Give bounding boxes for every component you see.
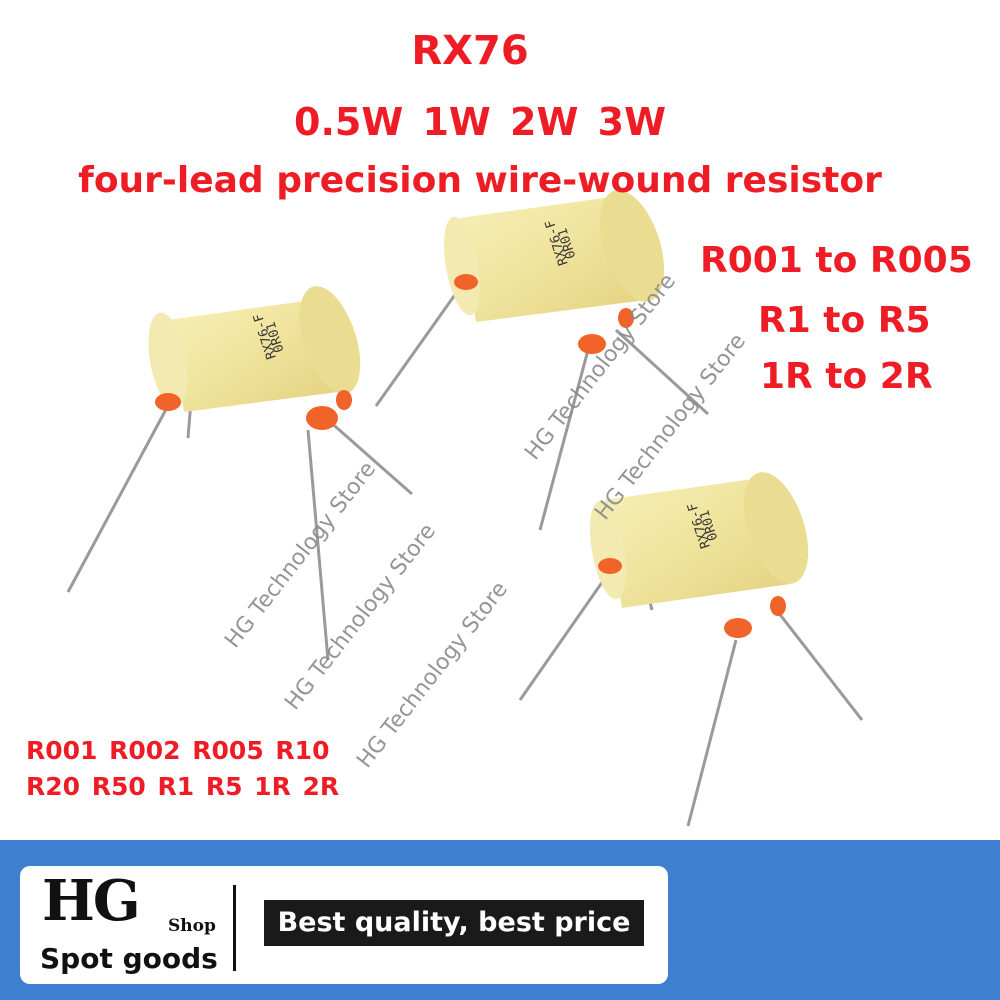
values-line-2: R20 R50 R1 R5 1R 2R	[26, 772, 340, 801]
range-1: R001 to R005	[700, 240, 973, 281]
product-model: RX76	[411, 28, 529, 74]
slogan: Best quality, best price	[264, 900, 644, 946]
wattage-options: 0.5W 1W 2W 3W	[294, 100, 666, 144]
spot-goods-label: Spot goods	[40, 942, 218, 975]
shop-logo: HG	[42, 868, 141, 934]
resistor-middle: RX76-F 0R01	[374, 190, 710, 531]
values-line-1: R001 R002 R005 R10	[26, 736, 330, 765]
range-2: R1 to R5	[758, 300, 931, 341]
product-description: four-lead precision wire-wound resistor	[78, 160, 882, 201]
resistor-left: RX76-F 0R01	[66, 286, 413, 661]
resistor-right: RX76-F 0R01	[518, 472, 864, 827]
range-3: 1R to 2R	[760, 356, 933, 397]
banner-divider	[233, 885, 236, 971]
shop-logo-sub: Shop	[168, 916, 216, 936]
